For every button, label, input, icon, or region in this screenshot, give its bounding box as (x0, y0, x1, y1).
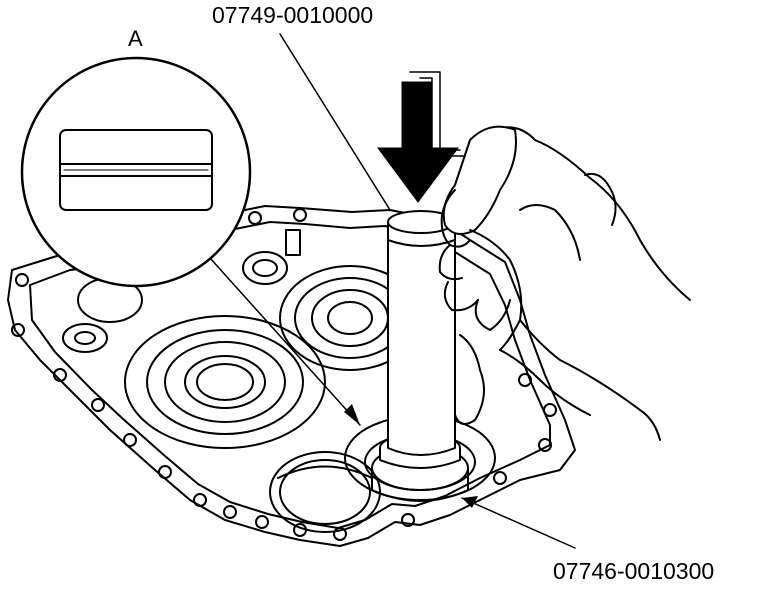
leader-detail (209, 257, 361, 426)
tool-label-driver: 07749-0010000 (212, 2, 374, 28)
press-arrow (377, 81, 459, 203)
leader-bottom (461, 497, 576, 549)
leader-detail-arrowhead (344, 404, 360, 425)
bolt-holes (11, 208, 557, 541)
leader-bottom-arrowhead (462, 496, 478, 508)
hand (438, 125, 691, 441)
tool-shoulder (387, 239, 456, 247)
detail-seal-profile (59, 129, 213, 211)
leader-top (279, 33, 391, 211)
driver-handle (387, 210, 456, 456)
transmission-case (7, 205, 576, 547)
left-bearing (124, 315, 326, 449)
tool-label-attachment: 07746-0010300 (553, 558, 715, 584)
lower-bore (269, 451, 381, 533)
case-inner-rim (29, 221, 551, 529)
detail-label: A (128, 26, 143, 51)
